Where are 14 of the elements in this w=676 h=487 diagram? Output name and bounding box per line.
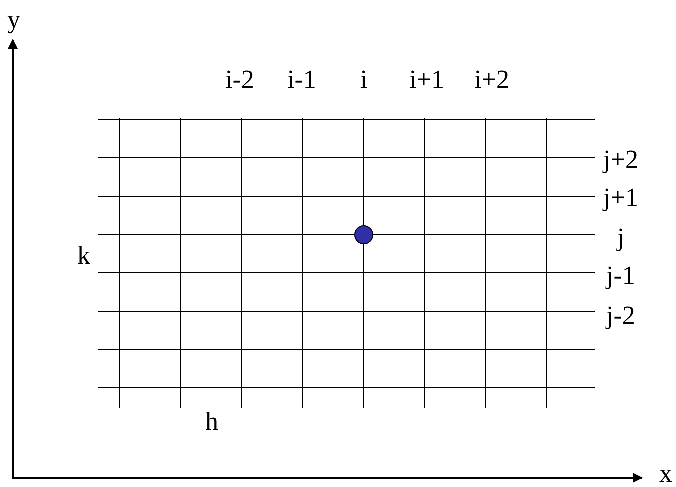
axis-label: j+2 bbox=[604, 147, 638, 173]
axis-label: x bbox=[660, 461, 672, 487]
axis-label: j-2 bbox=[606, 303, 636, 329]
axis-label: i+2 bbox=[474, 67, 510, 93]
axis-label: h bbox=[206, 409, 218, 435]
axis-label: j bbox=[617, 225, 625, 251]
axis-label: k bbox=[78, 243, 90, 269]
axis-label: i-1 bbox=[288, 67, 316, 93]
axis-label: y bbox=[8, 7, 20, 33]
axis-label: i-2 bbox=[226, 67, 254, 93]
axis-label: i+1 bbox=[410, 67, 444, 93]
axis-label: j-1 bbox=[606, 263, 636, 289]
axis-label: i bbox=[360, 67, 368, 93]
axis-label: j+1 bbox=[604, 185, 638, 211]
